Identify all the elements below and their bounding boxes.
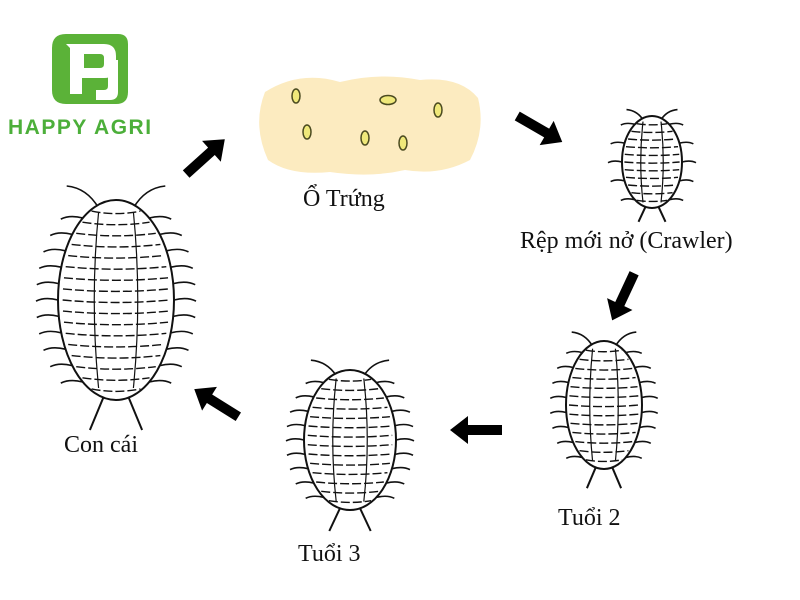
egg-mass-label: Ổ Trứng (303, 186, 385, 212)
crawler-label: Rệp mới nở (Crawler) (520, 228, 733, 254)
logo-mark-icon (52, 34, 128, 104)
arrow-t3-to-female-icon (186, 377, 246, 429)
arrow-female-to-egg-icon (176, 128, 235, 185)
instar-2-label: Tuổi 2 (558, 505, 621, 531)
arrow-t2-to-t3-icon (450, 416, 502, 444)
arrow-crawler-to-t2-icon (599, 267, 647, 327)
instar-3-mealybug (285, 359, 415, 532)
arrow-egg-to-crawler-icon (510, 103, 570, 155)
instar-2-mealybug (549, 331, 659, 489)
crawler-mealybug (607, 108, 697, 223)
instar-3-label: Tuổi 3 (298, 541, 361, 567)
logo-text: HAPPY AGRI (8, 116, 153, 139)
egg-mass (259, 76, 481, 175)
adult-female-label: Con cái (64, 432, 138, 458)
adult-female-mealybug (35, 185, 197, 431)
